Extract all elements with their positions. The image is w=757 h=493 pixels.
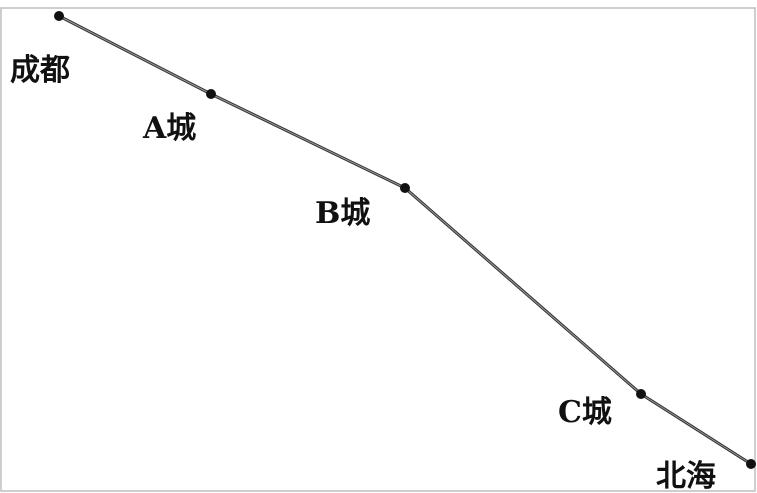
station-label-chengdu: 成都 [10,53,70,88]
station-dot-chengdu [54,11,64,21]
station-label-c: C城 [558,395,612,430]
station-dot-c [636,389,646,399]
station-label-b: B城 [315,196,370,231]
station-label-beihai: 北海 [656,459,716,493]
diagram-border [0,7,756,492]
station-dot-a [206,89,216,99]
station-dot-beihai [746,459,756,469]
route-line [57,14,753,466]
station-label-a: A城 [142,111,196,146]
station-dot-b [400,183,410,193]
